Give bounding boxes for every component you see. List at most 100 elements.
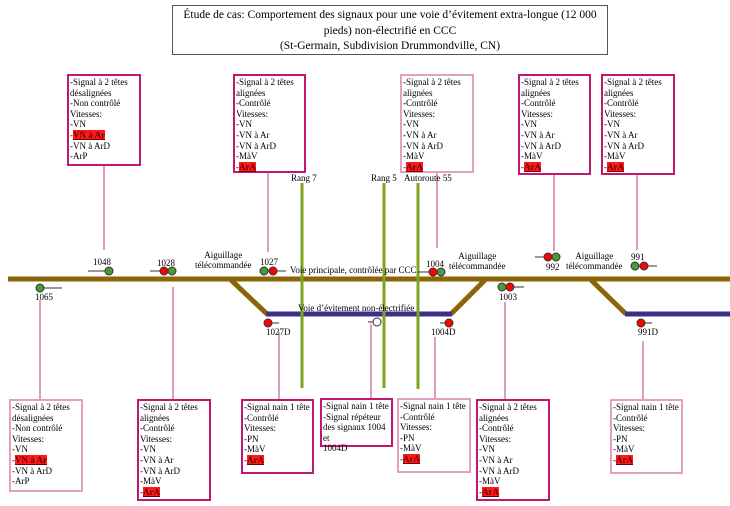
main-track-label: Voie principale, contrôlée par CCC xyxy=(290,265,417,275)
box-line: 1004D xyxy=(323,443,348,454)
signal-1027 xyxy=(259,266,286,276)
box-line: -Signal nain 1 tête xyxy=(323,401,389,411)
highlighted-speed: ArA xyxy=(524,161,541,172)
restricted-speed-line: -ArA xyxy=(244,454,264,465)
box-line: -VN à Ar xyxy=(140,454,174,465)
signal-1003 xyxy=(497,282,524,292)
box-line: -VN xyxy=(604,119,620,130)
box-line: -Contrôlé xyxy=(479,423,514,434)
signal-label-991d: 991D xyxy=(638,327,658,337)
box-line: -Signal à 2 têtes xyxy=(403,77,461,87)
restricted-speed-line: -VN à Ar xyxy=(12,454,47,465)
road-label-autoroute-55: Autoroute 55 xyxy=(404,173,452,183)
box-line: alignées xyxy=(403,87,433,98)
box-line: -Signal à 2 têtes xyxy=(140,402,198,412)
box-line: -MàV xyxy=(521,151,543,162)
highlighted-speed: ArA xyxy=(403,453,420,464)
box-line: -ArP xyxy=(70,151,88,162)
switch-991 xyxy=(588,277,628,316)
box-line: -VN à Ar xyxy=(604,129,638,140)
box-line: -VN à ArD xyxy=(403,140,443,151)
box-line: -MàV xyxy=(400,443,422,454)
signal-991 xyxy=(630,261,657,271)
box-line: -VN à ArD xyxy=(521,140,561,151)
highlighted-speed: VN à Ar xyxy=(15,454,47,465)
box-line: -VN à ArD xyxy=(479,465,519,476)
box-line: -VN xyxy=(403,119,419,130)
box-line: -VN à Ar xyxy=(403,129,437,140)
signal-1004 xyxy=(418,267,446,277)
box-line: -VN à ArD xyxy=(604,140,644,151)
box-line: -MàV xyxy=(479,476,501,487)
box-line: -MàV xyxy=(604,151,626,162)
box-line: -VN à ArD xyxy=(70,140,110,151)
box-line: Vitesses: xyxy=(400,422,432,433)
box-line: Vitesses: xyxy=(140,433,172,444)
box-line: -Signal à 2 têtes xyxy=(479,402,537,412)
box-line: Vitesses: xyxy=(403,108,435,119)
box-line: -Contrôlé xyxy=(521,98,556,109)
box-line: Vitesses: xyxy=(479,433,511,444)
box-line: -Signal à 2 têtes xyxy=(521,77,579,87)
box-line: -Contrôlé xyxy=(236,98,271,109)
signal-1048 xyxy=(88,266,114,276)
box-line: Vitesses: xyxy=(70,108,102,119)
signal-991d xyxy=(636,318,652,328)
box-line: -MàV xyxy=(140,476,162,487)
highlighted-speed: ArA xyxy=(616,454,633,465)
signal-1027d xyxy=(263,318,279,328)
box-line: -VN xyxy=(12,444,28,455)
signal-label-1004d: 1004D xyxy=(431,327,456,337)
signal-label-992: 992 xyxy=(546,262,560,272)
box-line: Vitesses: xyxy=(604,108,636,119)
box-line: -Contrôlé xyxy=(613,412,648,423)
signal-1065 xyxy=(35,283,62,293)
signal-label-1028: 1028 xyxy=(157,258,175,268)
road-label-rang-5: Rang 5 xyxy=(371,173,397,183)
signal-1004d xyxy=(440,318,454,328)
box-line: -VN à ArD xyxy=(236,140,276,151)
box-line: alignées xyxy=(236,87,266,98)
highlighted-speed: ArA xyxy=(239,161,256,172)
box-line: -VN à ArD xyxy=(12,465,52,476)
box-line: -PN xyxy=(400,432,415,443)
box-line: Vitesses: xyxy=(236,108,268,119)
box-line: -VN à Ar xyxy=(479,454,513,465)
box-line: -VN xyxy=(236,119,252,130)
box-line: Vitesses: xyxy=(12,433,44,444)
restricted-speed-line: -ArA xyxy=(604,161,624,172)
box-line: alignées xyxy=(604,87,634,98)
box-line: -Signal à 2 têtes xyxy=(70,77,128,87)
restricted-speed-line: -VN à Ar xyxy=(70,129,105,140)
box-line: -Non contrôlé xyxy=(12,423,63,434)
box-line: -Contrôlé xyxy=(604,98,639,109)
box-line: -Signal nain 1 tête xyxy=(613,402,679,412)
restricted-speed-line: -ArA xyxy=(521,161,541,172)
box-line: -Signal à 2 têtes xyxy=(604,77,662,87)
signal-label-1003: 1003 xyxy=(499,292,517,302)
signal-1028 xyxy=(150,266,177,276)
box-line: -VN à ArD xyxy=(140,465,180,476)
box-line: -Non contrôlé xyxy=(70,98,121,109)
highlighted-speed: ArA xyxy=(406,161,423,172)
restricted-speed-line: -ArA xyxy=(236,161,256,172)
box-line: désalignées xyxy=(12,412,54,423)
signal-label-1065: 1065 xyxy=(35,292,53,302)
siding-track-label: Voie d’évitement non-électrifiée xyxy=(298,303,415,313)
box-line: alignées xyxy=(479,412,509,423)
box-line: -VN xyxy=(140,444,156,455)
restricted-speed-line: -ArA xyxy=(613,454,633,465)
